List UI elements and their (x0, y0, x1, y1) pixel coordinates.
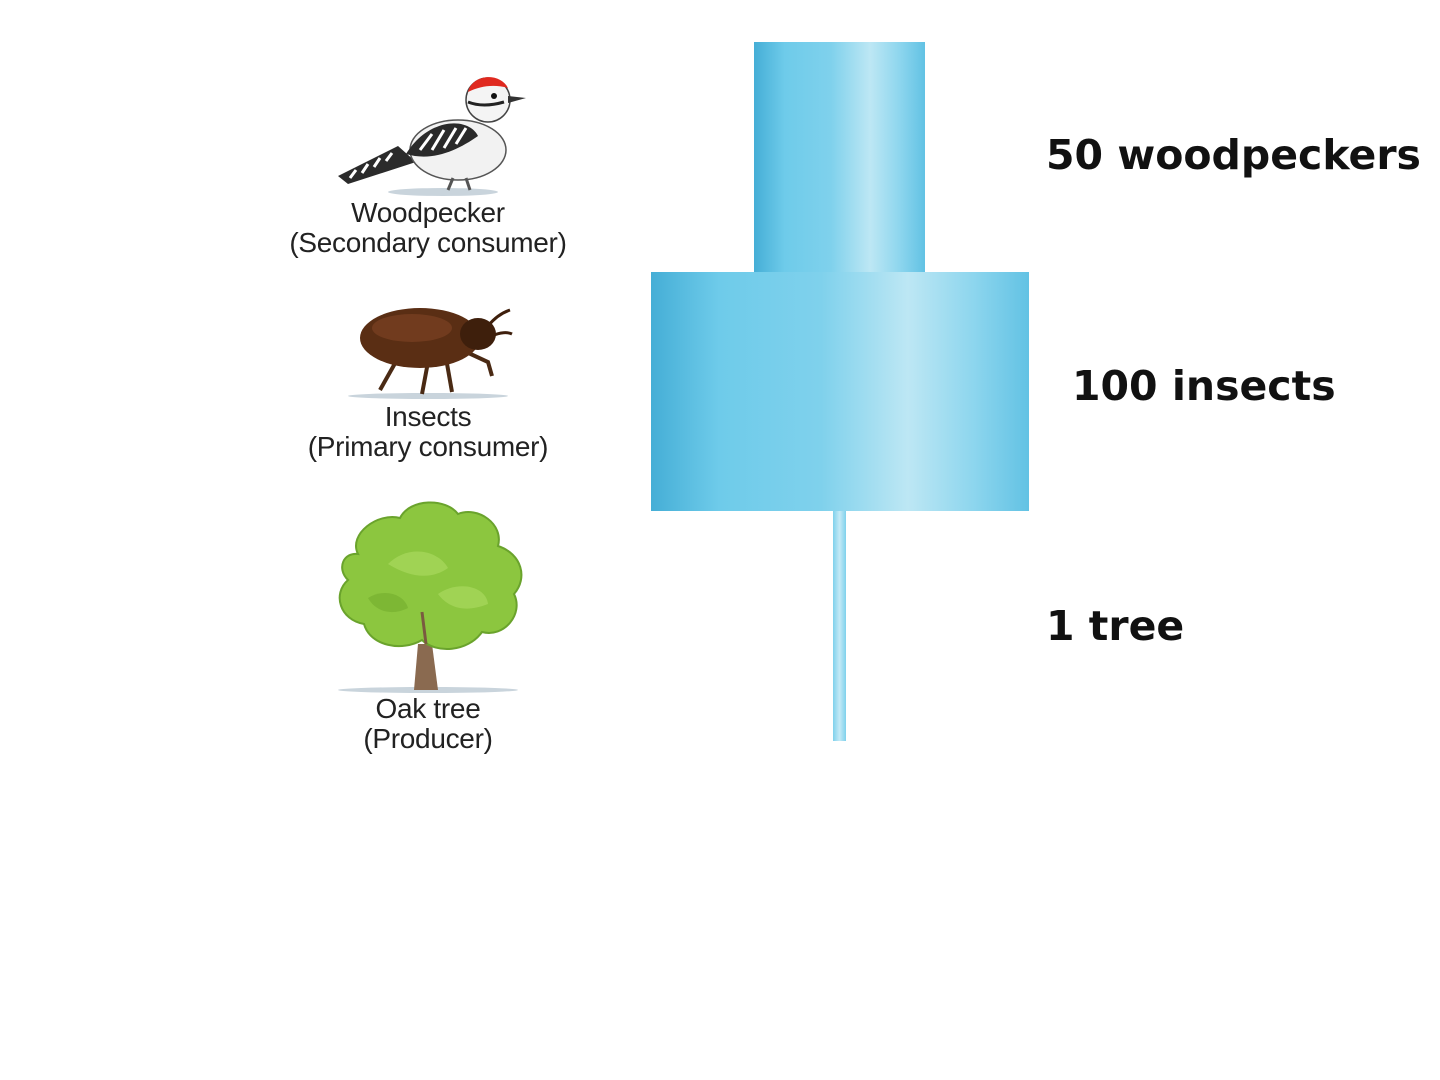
count-label-insects: 100 insects (1072, 362, 1336, 410)
trophic-role: (Primary consumer) (307, 431, 549, 462)
bar-woodpeckers (754, 42, 925, 272)
count-label-woodpeckers: 50 woodpeckers (1046, 131, 1421, 179)
beetle-icon (348, 308, 513, 399)
oak-tree-icon (338, 501, 523, 693)
organism-woodpecker: Woodpecker (Secondary consumer) (258, 58, 598, 258)
organism-name: Insects (384, 401, 472, 432)
bar-tree (833, 511, 846, 741)
count-label-tree: 1 tree (1046, 602, 1185, 650)
trophic-role: (Producer) (363, 723, 493, 754)
woodpecker-icon (338, 77, 526, 196)
bar-insects (651, 272, 1029, 511)
organism-oak-tree: Oak tree (Producer) (258, 494, 598, 754)
organism-name: Woodpecker (351, 197, 505, 228)
organism-insects: Insects (Primary consumer) (258, 298, 598, 462)
trophic-role: (Secondary consumer) (289, 227, 567, 258)
organism-name: Oak tree (375, 693, 481, 724)
